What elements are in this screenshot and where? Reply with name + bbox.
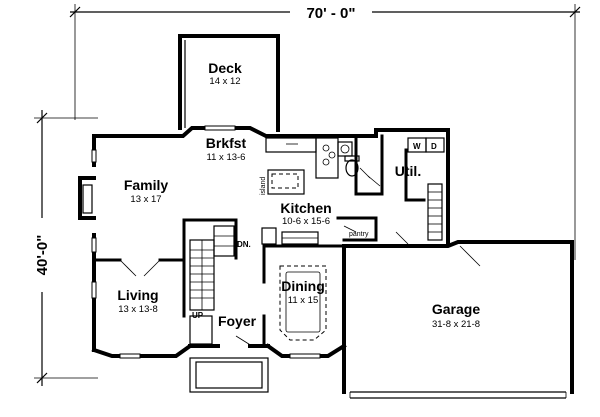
svg-text:W: W bbox=[413, 142, 421, 151]
svg-text:11 x 13-6: 11 x 13-6 bbox=[207, 152, 246, 163]
dining-table bbox=[279, 265, 327, 341]
width-dimension: 70' - 0" bbox=[69, 4, 581, 260]
interior-walls bbox=[92, 134, 426, 348]
svg-text:31-8 x 21-8: 31-8 x 21-8 bbox=[432, 319, 480, 330]
svg-text:DN.: DN. bbox=[237, 240, 251, 249]
svg-text:11 x 15: 11 x 15 bbox=[288, 295, 318, 306]
room-deck: Deck 14 x 12 bbox=[208, 60, 242, 87]
room-foyer: Foyer bbox=[218, 313, 257, 329]
front-porch bbox=[189, 357, 269, 393]
room-family: Family 13 x 17 bbox=[124, 177, 169, 205]
garage-steps bbox=[427, 183, 443, 241]
svg-text:10-6 x 15-6: 10-6 x 15-6 bbox=[282, 216, 330, 227]
room-brkfst: Brkfst 11 x 13-6 bbox=[206, 135, 247, 163]
kitchen-island: island bbox=[260, 169, 305, 195]
svg-text:Brkfst: Brkfst bbox=[206, 135, 247, 151]
svg-text:Kitchen: Kitchen bbox=[280, 200, 331, 216]
windows bbox=[91, 125, 321, 359]
svg-text:pantry: pantry bbox=[349, 231, 369, 238]
svg-text:14 x 12: 14 x 12 bbox=[209, 76, 240, 87]
depth-dimension: 40'-0" bbox=[34, 110, 98, 386]
door-swings bbox=[119, 167, 409, 347]
room-living: Living 13 x 13-8 bbox=[117, 287, 158, 315]
svg-text:Foyer: Foyer bbox=[218, 313, 257, 329]
pantry-label: pantry bbox=[349, 231, 369, 238]
svg-text:Dining: Dining bbox=[281, 278, 325, 294]
kitchen-counters bbox=[265, 137, 353, 179]
svg-text:D: D bbox=[431, 142, 437, 151]
svg-text:13 x 17: 13 x 17 bbox=[130, 194, 161, 205]
garage-door bbox=[349, 245, 567, 399]
svg-text:Family: Family bbox=[124, 177, 169, 193]
svg-text:UP: UP bbox=[192, 311, 204, 320]
laundry: W D bbox=[407, 137, 445, 153]
depth-dimension-label: 40'-0" bbox=[34, 235, 51, 276]
deck bbox=[178, 34, 280, 132]
room-dining: Dining 11 x 15 bbox=[281, 278, 325, 306]
room-kitchen: Kitchen 10-6 x 15-6 bbox=[280, 200, 331, 227]
svg-text:Garage: Garage bbox=[432, 301, 480, 317]
exterior-walls bbox=[78, 126, 574, 394]
kitchen-peninsula bbox=[261, 227, 319, 245]
svg-text:island: island bbox=[260, 177, 267, 195]
svg-text:Deck: Deck bbox=[208, 60, 242, 76]
room-garage: Garage 31-8 x 21-8 bbox=[432, 301, 480, 330]
room-util: Util. bbox=[395, 163, 421, 179]
svg-text:13 x 13-8: 13 x 13-8 bbox=[118, 304, 158, 315]
main-stairs: DN. UP bbox=[189, 225, 251, 320]
svg-text:Util.: Util. bbox=[395, 163, 421, 179]
width-dimension-label: 70' - 0" bbox=[306, 5, 355, 22]
svg-text:Living: Living bbox=[117, 287, 158, 303]
